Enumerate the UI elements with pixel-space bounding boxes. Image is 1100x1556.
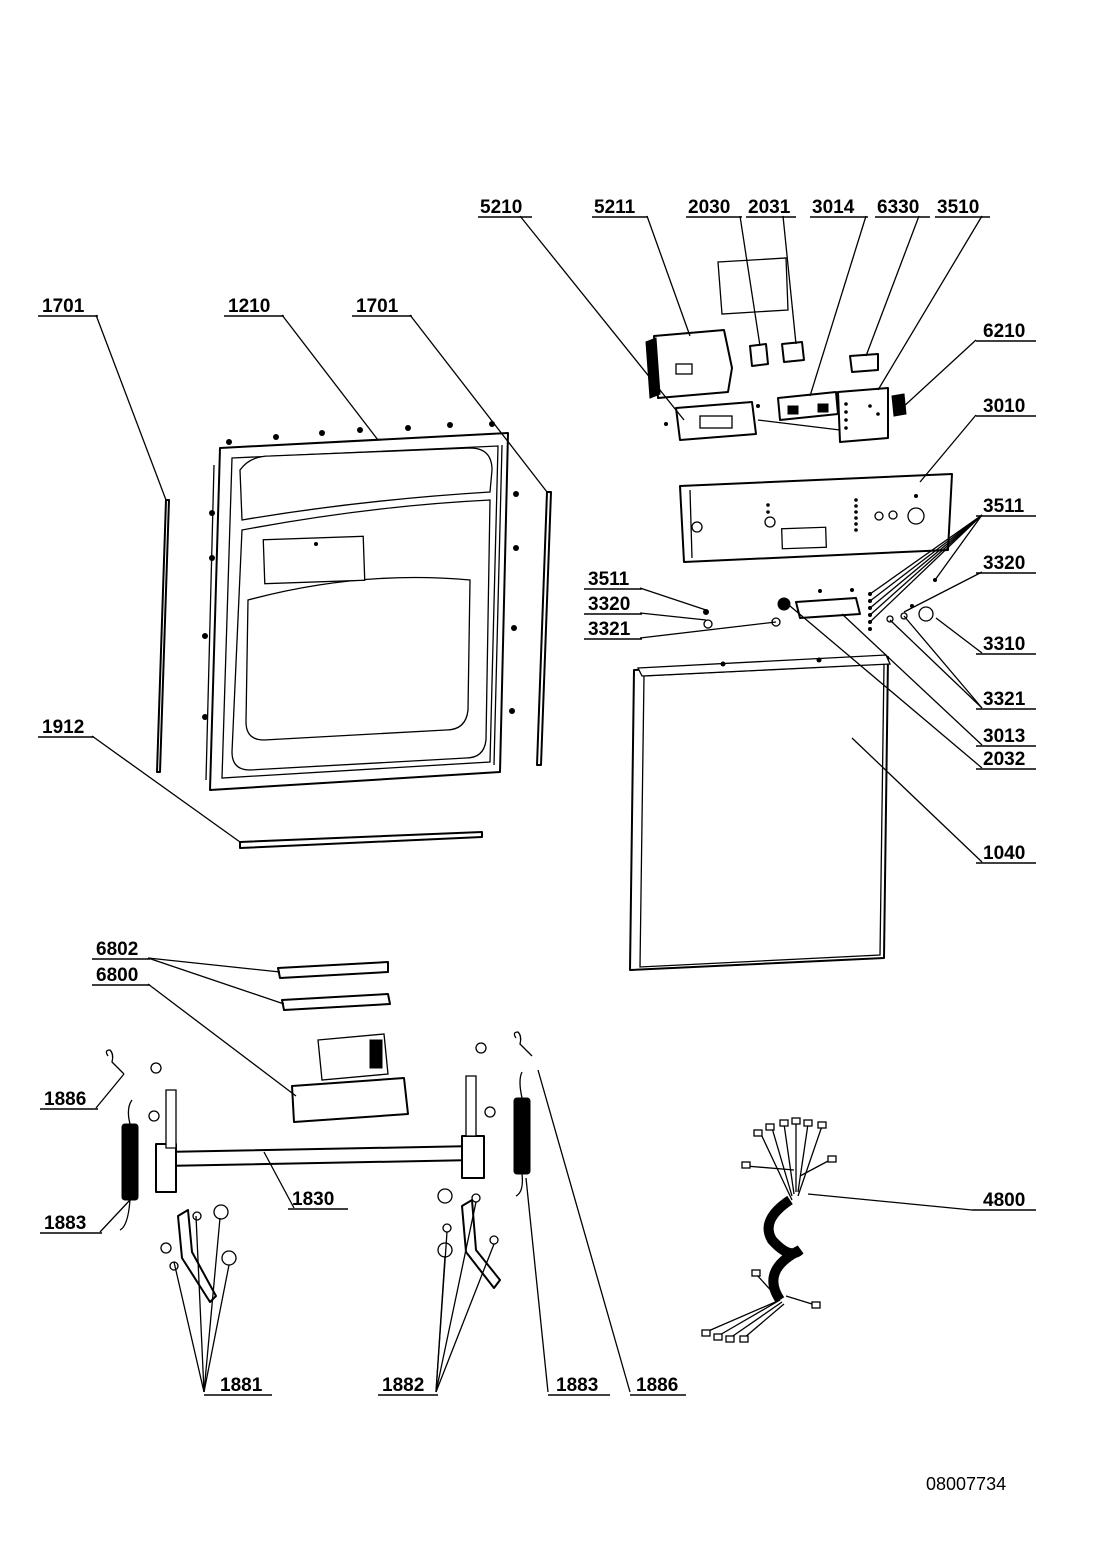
hinge-assembly — [105, 1031, 533, 1303]
callout-3013: 3013 — [976, 726, 1036, 747]
svg-text:6210: 6210 — [983, 321, 1025, 342]
svg-text:1830: 1830 — [292, 1189, 334, 1210]
svg-text:3511: 3511 — [983, 496, 1025, 517]
svg-text:3511: 3511 — [588, 569, 630, 590]
svg-text:6330: 6330 — [877, 197, 919, 218]
callout-3320-left: 3320 — [584, 594, 642, 615]
callout-5210: 5210 — [478, 197, 532, 218]
svg-text:5211: 5211 — [594, 197, 636, 218]
svg-text:3321: 3321 — [588, 619, 631, 640]
callout-3010: 3010 — [976, 396, 1036, 417]
svg-text:5210: 5210 — [480, 197, 522, 218]
callout-2030: 2030 — [686, 197, 742, 218]
svg-text:6802: 6802 — [96, 939, 138, 960]
callout-2032: 2032 — [976, 749, 1036, 770]
svg-text:1701: 1701 — [356, 296, 399, 317]
callout-1040: 1040 — [976, 843, 1036, 864]
svg-text:3510: 3510 — [937, 197, 979, 218]
callout-6802: 6802 — [92, 939, 150, 960]
callout-5211: 5211 — [592, 197, 648, 218]
outer-door-panel — [629, 654, 891, 971]
svg-text:3010: 3010 — [983, 396, 1025, 417]
svg-text:6800: 6800 — [96, 965, 138, 986]
door-seal-right — [536, 491, 552, 766]
inner-door-panel — [202, 421, 519, 791]
control-panel-fascia — [679, 473, 953, 563]
svg-text:3310: 3310 — [983, 634, 1025, 655]
svg-text:4800: 4800 — [983, 1190, 1025, 1211]
wiring-harness — [701, 1117, 837, 1343]
callout-1210: 1210 — [224, 296, 284, 317]
svg-text:1883: 1883 — [556, 1375, 598, 1396]
callout-3510: 3510 — [935, 197, 990, 218]
callout-6330: 6330 — [875, 197, 930, 218]
door-lock — [277, 961, 409, 1123]
svg-text:2030: 2030 — [688, 197, 730, 218]
document-number: 08007734 — [926, 1474, 1006, 1494]
svg-text:3014: 3014 — [812, 197, 855, 218]
svg-text:2032: 2032 — [983, 749, 1025, 770]
callout-1701-right: 1701 — [352, 296, 412, 317]
callout-4800: 4800 — [972, 1190, 1036, 1211]
callout-1881: 1881 — [204, 1375, 272, 1396]
callout-3310: 3310 — [976, 634, 1036, 655]
leader-lines — [91, 215, 983, 1393]
callout-1883-right: 1883 — [548, 1375, 610, 1396]
callout-1912: 1912 — [38, 717, 94, 738]
svg-text:2031: 2031 — [748, 197, 791, 218]
callout-6210: 6210 — [976, 321, 1036, 342]
svg-text:1886: 1886 — [44, 1089, 86, 1110]
handle-parts — [703, 578, 937, 631]
callout-3014: 3014 — [810, 197, 868, 218]
svg-text:3321: 3321 — [983, 689, 1026, 710]
callout-1701-left: 1701 — [38, 296, 98, 317]
callout-3511-right: 3511 — [976, 496, 1036, 517]
svg-text:1912: 1912 — [42, 717, 84, 738]
door-seal-left — [156, 499, 170, 773]
callout-1882: 1882 — [378, 1375, 438, 1396]
callout-3321-right: 3321 — [976, 689, 1036, 710]
svg-text:3320: 3320 — [983, 553, 1025, 574]
svg-text:1701: 1701 — [42, 296, 85, 317]
callout-1886-right: 1886 — [630, 1375, 686, 1396]
callout-1886-left: 1886 — [40, 1089, 98, 1110]
callout-3321-left: 3321 — [584, 619, 642, 640]
svg-text:3013: 3013 — [983, 726, 1025, 747]
svg-text:3320: 3320 — [588, 594, 630, 615]
svg-text:1040: 1040 — [983, 843, 1025, 864]
callout-6800: 6800 — [92, 965, 150, 986]
callout-labels: 5210 5211 2030 2031 3014 6330 3510 6210 … — [38, 197, 1036, 1396]
svg-text:1882: 1882 — [382, 1375, 424, 1396]
bottom-seal — [239, 831, 483, 849]
callout-1883-left: 1883 — [40, 1213, 102, 1234]
svg-text:1886: 1886 — [636, 1375, 678, 1396]
callout-3320-right: 3320 — [976, 553, 1036, 574]
svg-text:1210: 1210 — [228, 296, 270, 317]
svg-text:1881: 1881 — [220, 1375, 263, 1396]
callout-1830: 1830 — [288, 1189, 348, 1210]
svg-text:1883: 1883 — [44, 1213, 86, 1234]
callout-3511-left: 3511 — [584, 569, 642, 590]
electronic-module — [645, 257, 907, 443]
callout-2031: 2031 — [746, 197, 796, 218]
